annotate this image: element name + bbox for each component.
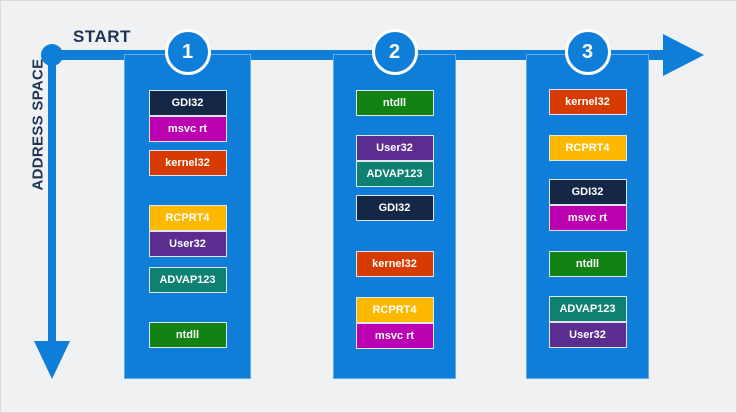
right-arrowhead-icon (663, 34, 704, 76)
module-box-user32: User32 (148, 231, 227, 257)
module-box-gdi32: GDI32 (548, 179, 627, 205)
module-box-msvc-rt: msvc rt (148, 116, 227, 142)
step-1-badge: 1 (164, 29, 211, 75)
module-box-gdi32: GDI32 (148, 90, 227, 116)
module-box-advap123: ADVAP123 (148, 267, 227, 293)
module-box-rcprt4: RCPRT4 (355, 297, 434, 323)
module-box-kernel32: kernel32 (148, 150, 227, 176)
module-box-ntdll: ntdll (148, 322, 227, 348)
module-box-gdi32: GDI32 (355, 195, 434, 221)
address-space-column-2: 2 ntdll User32 ADVAP123 GDI32 kernel32 R… (333, 29, 456, 379)
module-box-ntdll: ntdll (355, 90, 434, 116)
step-2-badge: 2 (371, 29, 418, 75)
module-box-kernel32: kernel32 (355, 251, 434, 277)
module-box-kernel32: kernel32 (548, 89, 627, 115)
address-space-axis-label: ADDRESS SPACE (29, 58, 47, 191)
module-box-advap123: ADVAP123 (548, 296, 627, 322)
module-box-rcprt4: RCPRT4 (148, 205, 227, 231)
module-box-rcprt4: RCPRT4 (548, 135, 627, 161)
vertical-axis-line (48, 55, 56, 343)
step-3-badge: 3 (564, 29, 611, 75)
address-space-column-3: 3 kernel32 RCPRT4 GDI32 msvc rt ntdll AD… (526, 29, 649, 379)
address-space-column-1: 1 GDI32 msvc rt kernel32 RCPRT4 User32 A… (124, 29, 251, 379)
module-box-ntdll: ntdll (548, 251, 627, 277)
start-label: START (73, 27, 131, 46)
module-box-user32: User32 (355, 135, 434, 161)
module-box-msvc-rt: msvc rt (355, 323, 434, 349)
start-dot-icon (41, 44, 63, 66)
module-box-msvc-rt: msvc rt (548, 205, 627, 231)
down-arrowhead-icon (34, 341, 70, 379)
module-box-user32: User32 (548, 322, 627, 348)
module-box-advap123: ADVAP123 (355, 161, 434, 187)
